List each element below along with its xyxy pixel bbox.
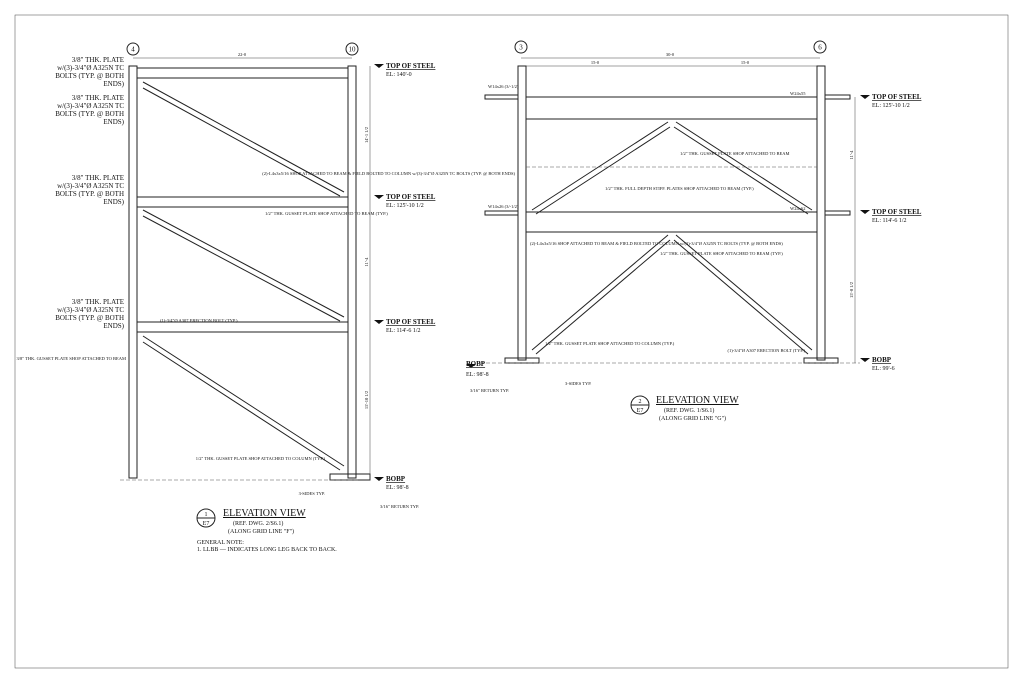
view-reference: (REF. DWG. 1/S6.1)	[664, 407, 714, 414]
level-elevation: EL: 125'-10 1/2	[386, 203, 424, 209]
dimension-text: 15'-0 1/2	[849, 282, 854, 298]
grid-label: 4	[131, 46, 135, 54]
member-label: W24x55	[790, 91, 806, 96]
level-marker-icon	[374, 320, 384, 324]
dimension-text: 11'-4	[364, 257, 369, 267]
chevron-brace-upper	[531, 121, 813, 215]
level-elevation: EL: 99'-6	[872, 366, 895, 372]
beam-upper	[525, 96, 818, 120]
level-marker-icon	[374, 477, 384, 481]
column-grid-10	[347, 65, 357, 479]
dimension-text: 15-0	[591, 60, 600, 65]
level-label: TOP OF STEEL	[386, 318, 436, 326]
dimension-text: 22-0	[238, 52, 247, 57]
grid-bubble-4	[126, 42, 140, 56]
view-number: 1	[205, 512, 208, 518]
level-marker-icon	[860, 358, 870, 362]
column-grid-3	[517, 65, 527, 361]
callout-note: 1/2" THK. GUSSET PLATE SHOP ATTACHED TO …	[196, 456, 326, 461]
base-plate	[329, 473, 371, 481]
level-elevation: EL: 140'-0	[386, 72, 412, 78]
callout-note: (1)-3/4"Ø A307 ERECTION BOLT (TYP.)	[728, 348, 806, 353]
level-label: BOBP	[386, 475, 406, 483]
base-plate	[803, 357, 839, 364]
view-grid-line: (ALONG GRID LINE "F")	[228, 528, 294, 535]
dimension-text: 15-0	[741, 60, 750, 65]
grid-label: 10	[349, 46, 357, 54]
level-label: TOP OF STEEL	[872, 208, 922, 216]
callout-note: 1/2" THK. GUSSET PLATE SHOP ATTACHED TO …	[265, 211, 388, 216]
general-note-title: GENERAL NOTE:	[197, 540, 244, 546]
callout-note: 3/8" THK. PLATE w/(3)-3/4"Ø A325N TC BOL…	[55, 56, 124, 88]
callout-note: 3-SIDES TYP.	[565, 381, 591, 386]
sheet-border	[14, 14, 1009, 669]
beam-roof	[136, 67, 349, 79]
callout-note: 1/2" THK. GUSSET PLATE SHOP ATTACHED TO …	[660, 251, 783, 256]
level-elevation: EL: 98'-8	[386, 485, 409, 491]
callout-note: 3/16" RETURN TYP.	[470, 388, 509, 393]
brace	[142, 209, 345, 322]
member-label: W14x26 (3/-1/2)	[488, 204, 519, 209]
grid-label: 6	[818, 44, 822, 52]
level-label: TOP OF STEEL	[386, 62, 436, 70]
callout-note: 3/8" THK. PLATE w/(3)-3/4"Ø A325N TC BOL…	[55, 298, 124, 330]
callout-note: 1/2" THK. GUSSET PLATE SHOP ATTACHED TO …	[545, 341, 675, 346]
beam-stub	[484, 210, 519, 216]
chevron-brace-lower	[531, 234, 813, 355]
callout-note: 3/8" THK. GUSSET PLATE SHOP ATTACHED TO …	[17, 356, 127, 361]
column-grid-4	[128, 65, 138, 479]
brace	[142, 335, 345, 471]
level-marker-icon	[466, 364, 476, 368]
brace	[142, 81, 345, 197]
view-title: ELEVATION VIEW	[656, 395, 739, 406]
beam-lower	[525, 211, 818, 233]
callout-note: (1)-3/4"Ø A307 ERECTION BOLT (TYP.)	[160, 318, 238, 323]
general-note: 1. LLBB — INDICATES LONG LEG BACK TO BAC…	[197, 547, 337, 553]
column-grid-6	[816, 65, 826, 361]
grid-bubble-10	[345, 42, 359, 56]
view-sheet: E7	[637, 408, 644, 414]
level-marker-icon	[860, 95, 870, 99]
level-marker-icon	[374, 64, 384, 68]
level-label: BOBP	[872, 356, 892, 364]
view-reference: (REF. DWG. 2/S6.1)	[233, 520, 283, 527]
callout-note: 3-SIDES TYP.	[299, 491, 325, 496]
member-label: W24x62	[790, 206, 806, 211]
dimension-text: 11'-4	[849, 150, 854, 160]
level-label: TOP OF STEEL	[386, 193, 436, 201]
callout-note: 1/2" THK. FULL DEPTH STIFF. PLATES SHOP …	[605, 186, 754, 191]
callout-note: 3/16" RETURN TYP.	[380, 504, 419, 509]
callout-note: (2)-L4x3x5/16 SHOP ATTACHED TO BEAM & FI…	[530, 241, 783, 246]
beam-stub	[484, 94, 519, 100]
member-label: W14x26 (3/-1/2)	[488, 84, 519, 89]
view-number: 2	[639, 399, 642, 405]
level-label: BOBP	[466, 360, 486, 368]
grid-bubble-3	[514, 40, 528, 54]
elevation-view-2: 3 6 30-0 15-0 15-0 11'-4 15'-0 1/2	[262, 40, 922, 422]
level-elevation: EL: 114'-6 1/2	[872, 218, 907, 224]
level-elevation: EL: 98'-8	[466, 372, 489, 378]
beam-stub	[824, 210, 851, 216]
beam-stub	[824, 94, 851, 100]
callout-note: 3/8" THK. PLATE w/(3)-3/4"Ø A325N TC BOL…	[55, 94, 124, 126]
beam-level-2	[136, 196, 349, 208]
view-sheet: E7	[203, 521, 210, 527]
elevation-view-1: 4 10 22-0 14'-1 1/2 11'-4 15'-10 1/2 TOP…	[17, 42, 436, 553]
view-title: ELEVATION VIEW	[223, 508, 306, 519]
dimension-text: 14'-1 1/2	[364, 127, 369, 143]
callout-note: 3/8" THK. PLATE w/(3)-3/4"Ø A325N TC BOL…	[55, 174, 124, 206]
view-grid-line: (ALONG GRID LINE "G")	[659, 415, 726, 422]
beam-level-1	[136, 321, 349, 333]
level-label: TOP OF STEEL	[872, 93, 922, 101]
level-elevation: EL: 114'-6 1/2	[386, 328, 421, 334]
level-marker-icon	[860, 210, 870, 214]
level-marker-icon	[374, 195, 384, 199]
grid-bubble-6	[813, 40, 827, 54]
dimension-text: 30-0	[666, 52, 675, 57]
grid-label: 3	[519, 44, 523, 52]
callout-note: (2)-L4x3x5/16 SHOP ATTACHED TO BEAM & FI…	[262, 171, 515, 176]
level-elevation: EL: 125'-10 1/2	[872, 103, 910, 109]
callout-note: 1/2" THK. GUSSET PLATE SHOP ATTACHED TO …	[680, 151, 790, 156]
dimension-text: 15'-10 1/2	[364, 391, 369, 409]
